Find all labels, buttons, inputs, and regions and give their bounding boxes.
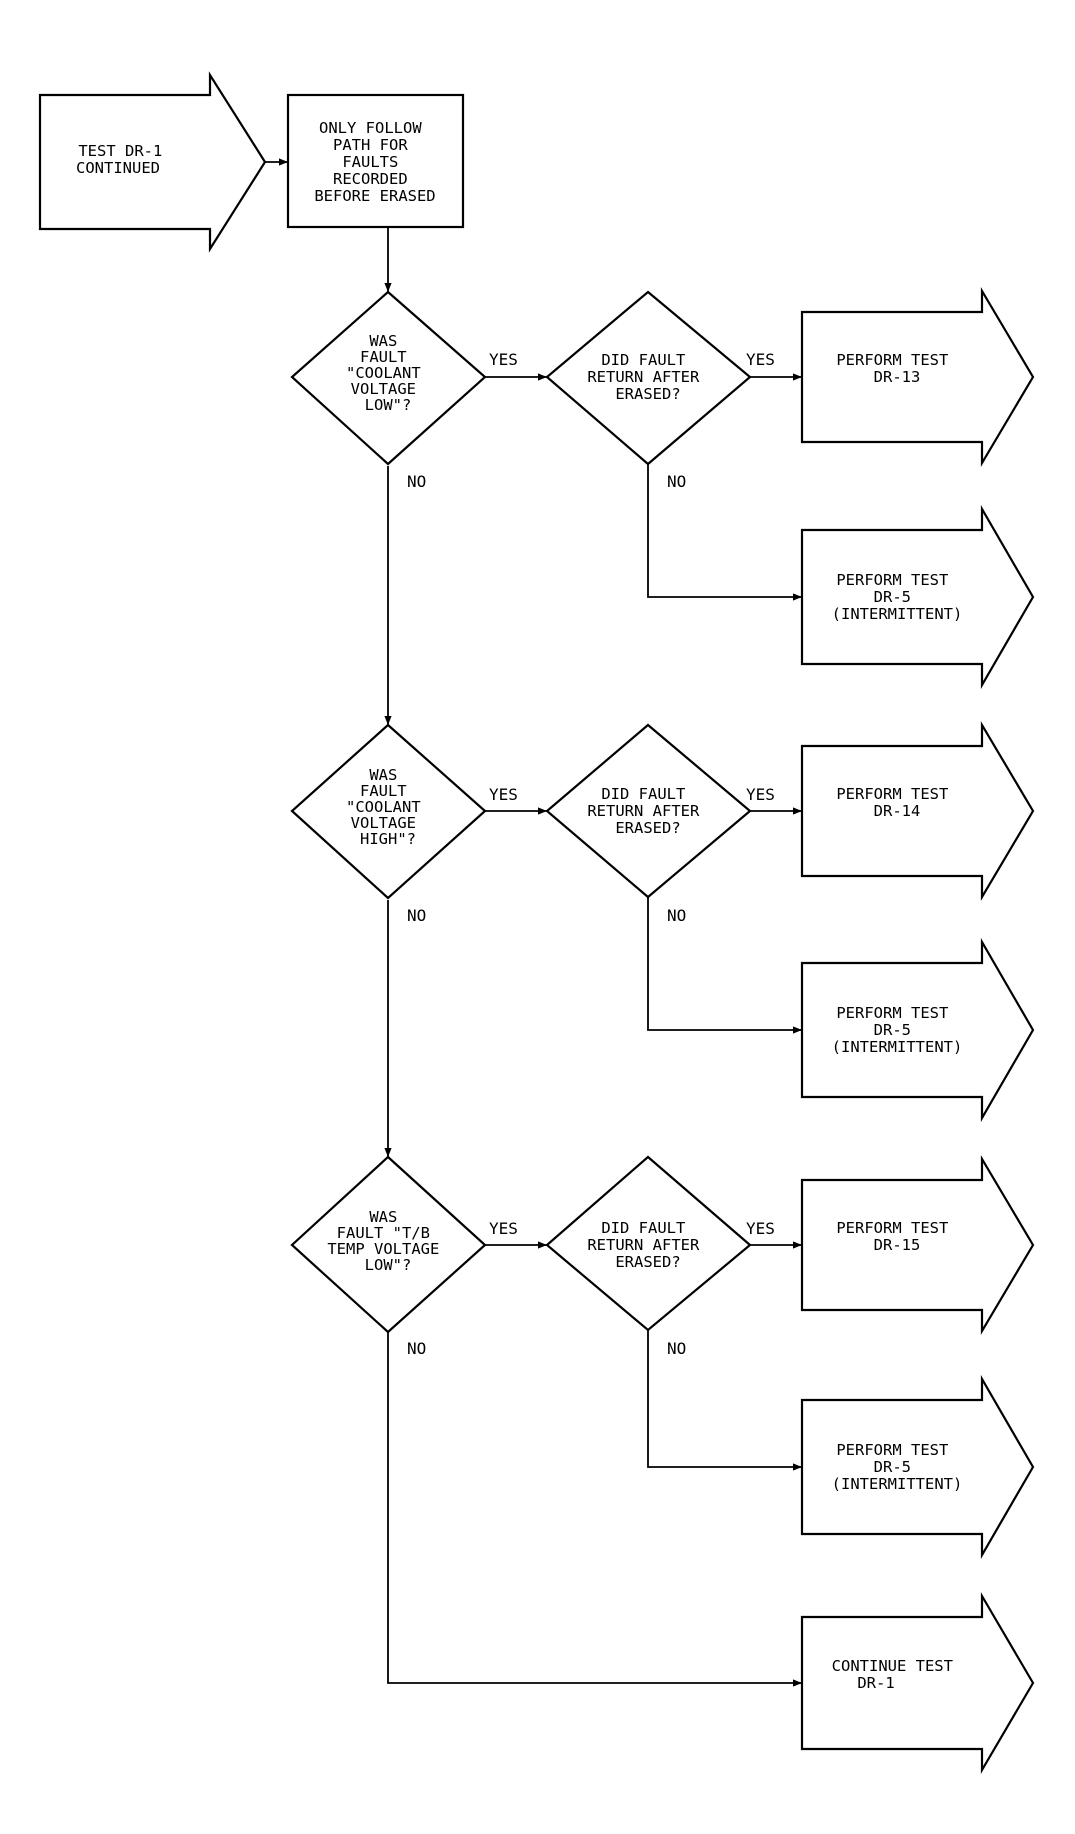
decision-return-3-text: DID FAULT RETURN AFTER ERASED? — [587, 1219, 708, 1271]
decision-tb-temp-low-text: WAS FAULT "T/B TEMP VOLTAGE LOW"? — [327, 1208, 448, 1274]
yes-label: YES — [489, 785, 518, 804]
result-arrow-dr-5-a: PERFORM TEST DR-5 (INTERMITTENT) — [800, 504, 1035, 690]
connector-no-return-3 — [647, 1330, 802, 1471]
decision-return-1: DID FAULT RETURN AFTER ERASED? — [545, 290, 752, 466]
yes-label: YES — [489, 350, 518, 369]
no-label: NO — [407, 906, 426, 925]
edge-labels: YES YES NO NO YES YES NO NO YES YES NO N… — [407, 350, 775, 1358]
yes-label: YES — [746, 1219, 775, 1238]
no-label: NO — [667, 1339, 686, 1358]
yes-label: YES — [746, 785, 775, 804]
decision-coolant-high: WAS FAULT "COOLANT VOLTAGE HIGH"? — [290, 723, 487, 900]
result-arrow-dr-5-b-text: PERFORM TEST DR-5 (INTERMITTENT) — [832, 1004, 963, 1056]
instruction-box: ONLY FOLLOW PATH FOR FAULTS RECORDED BEF… — [286, 93, 465, 229]
decision-return-3: DID FAULT RETURN AFTER ERASED? — [545, 1155, 752, 1332]
result-arrow-dr-5-c: PERFORM TEST DR-5 (INTERMITTENT) — [800, 1374, 1035, 1560]
start-arrow: TEST DR-1 CONTINUED — [38, 71, 267, 253]
connector-decision-3-to-continue — [387, 1332, 802, 1687]
no-label: NO — [407, 1339, 426, 1358]
result-arrow-dr-5-a-text: PERFORM TEST DR-5 (INTERMITTENT) — [832, 571, 963, 623]
no-label: NO — [667, 906, 686, 925]
connector-no-return-2 — [647, 897, 802, 1034]
result-arrow-dr-5-c-text: PERFORM TEST DR-5 (INTERMITTENT) — [832, 1441, 963, 1493]
no-label: NO — [407, 472, 426, 491]
decision-coolant-low-text: WAS FAULT "COOLANT VOLTAGE LOW"? — [346, 332, 430, 414]
connectors — [265, 158, 802, 1687]
instruction-box-text: ONLY FOLLOW PATH FOR FAULTS RECORDED BEF… — [314, 119, 435, 205]
connector-no-return-1 — [647, 464, 802, 601]
yes-label: YES — [746, 350, 775, 369]
decision-coolant-high-text: WAS FAULT "COOLANT VOLTAGE HIGH"? — [346, 766, 430, 848]
decision-tb-temp-low: WAS FAULT "T/B TEMP VOLTAGE LOW"? — [290, 1155, 487, 1334]
continue-arrow-dr-1-text: CONTINUE TEST DR-1 — [832, 1657, 963, 1692]
result-arrow-dr-14-text: PERFORM TEST DR-14 — [836, 785, 957, 820]
yes-label: YES — [489, 1219, 518, 1238]
result-arrow-dr-15: PERFORM TEST DR-15 — [800, 1154, 1035, 1336]
decision-return-2: DID FAULT RETURN AFTER ERASED? — [545, 723, 752, 899]
no-label: NO — [667, 472, 686, 491]
result-arrow-dr-13-text: PERFORM TEST DR-13 — [836, 351, 957, 386]
result-arrow-dr-13: PERFORM TEST DR-13 — [800, 286, 1035, 468]
result-arrow-dr-14: PERFORM TEST DR-14 — [800, 720, 1035, 902]
decision-return-1-text: DID FAULT RETURN AFTER ERASED? — [587, 351, 708, 403]
result-arrow-dr-5-b: PERFORM TEST DR-5 (INTERMITTENT) — [800, 937, 1035, 1123]
start-arrow-text: TEST DR-1 CONTINUED — [76, 142, 172, 177]
result-arrow-dr-15-text: PERFORM TEST DR-15 — [836, 1219, 957, 1254]
decision-return-2-text: DID FAULT RETURN AFTER ERASED? — [587, 785, 708, 837]
decision-coolant-low: WAS FAULT "COOLANT VOLTAGE LOW"? — [290, 290, 487, 466]
continue-arrow-dr-1: CONTINUE TEST DR-1 — [800, 1591, 1035, 1775]
